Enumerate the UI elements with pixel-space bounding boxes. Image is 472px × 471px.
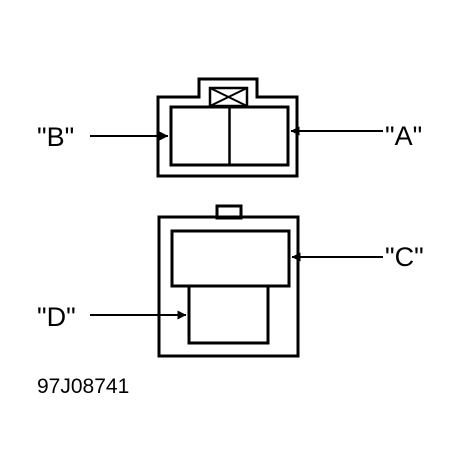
lower-connector-housing — [157, 215, 300, 358]
upper-connector — [156, 77, 299, 178]
lower-connector-lower-cavity — [187, 286, 270, 345]
label-b: "B" — [37, 122, 74, 152]
lower-connector — [157, 204, 300, 358]
label-c: "C" — [385, 242, 424, 272]
label-d: "D" — [37, 302, 76, 332]
lower-connector-upper-cavity — [170, 229, 291, 288]
label-a: "A" — [385, 121, 422, 151]
figure-code: 97J08741 — [37, 375, 129, 398]
upper-connector-housing — [156, 77, 299, 178]
upper-latch-cross-2 — [209, 87, 248, 107]
